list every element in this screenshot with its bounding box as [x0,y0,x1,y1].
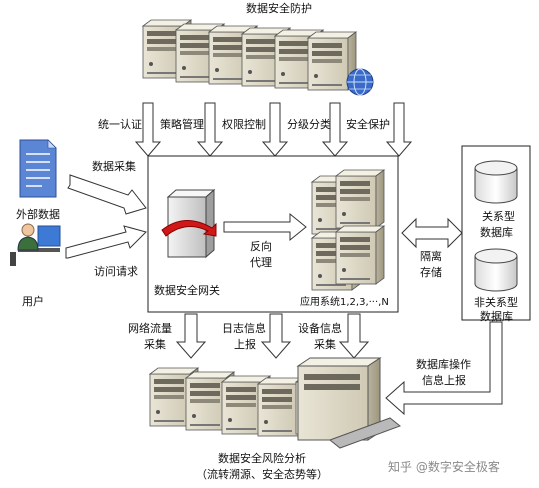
external-data-label: 外部数据 [16,208,60,221]
app-server-cluster [311,169,385,291]
nonrelational-db-label-2: 数据库 [480,310,513,323]
gateway-device [161,188,217,259]
bottom-title-2: （流转溯源、安全态势等） [196,468,328,481]
document-icon [19,139,57,198]
db-ops-label-2: 信息上报 [422,374,466,387]
db-report-arrow [385,321,503,416]
relational-db-label-2: 数据库 [480,226,513,239]
protection-arrows [134,102,413,157]
relational-db-icon [474,160,518,204]
reverse-proxy-arrow [223,212,307,242]
device-info-label-2: 采集 [314,338,336,351]
relational-db-label-1: 关系型 [482,210,515,223]
log-info-label-1: 日志信息 [222,322,266,335]
isolation-label-1: 隔离 [420,250,442,263]
protection-label-0: 统一认证 [98,118,142,131]
protection-label-1: 策略管理 [160,118,204,131]
bottom-title-1: 数据安全风险分析 [218,452,306,465]
user-label: 用户 [22,295,44,308]
device-info-label-1: 设备信息 [298,322,342,335]
protection-label-4: 安全保护 [346,118,390,131]
watermark: 知乎 @数字安全极客 [388,460,500,474]
reverse-proxy-label-2: 代理 [250,256,272,269]
nonrelational-db-icon [474,248,518,292]
bottom-server-cluster [149,357,402,449]
db-ops-label-1: 数据库操作 [416,358,471,371]
net-traffic-label-1: 网络流量 [128,322,172,335]
left-arrows [65,174,147,259]
bottom-arrows [175,313,370,359]
access-request-label: 访问请求 [94,265,138,278]
isolation-arrow [401,217,463,249]
log-info-label-2: 上报 [234,338,256,351]
top-server-cluster [142,19,374,96]
globe-icon [346,68,374,96]
protection-label-3: 分级分类 [287,118,331,131]
nonrelational-db-label-1: 非关系型 [474,296,518,309]
user-icon [10,223,61,266]
gateway-label: 数据安全网关 [154,284,220,297]
data-collection-label: 数据采集 [92,160,136,173]
reverse-proxy-label-1: 反向 [250,240,272,253]
app-system-label: 应用系统1,2,3,···,N [300,297,389,308]
isolation-label-2: 存储 [420,266,442,279]
protection-label-2: 权限控制 [222,118,266,131]
net-traffic-label-2: 采集 [144,338,166,351]
top-title: 数据安全防护 [246,2,312,15]
